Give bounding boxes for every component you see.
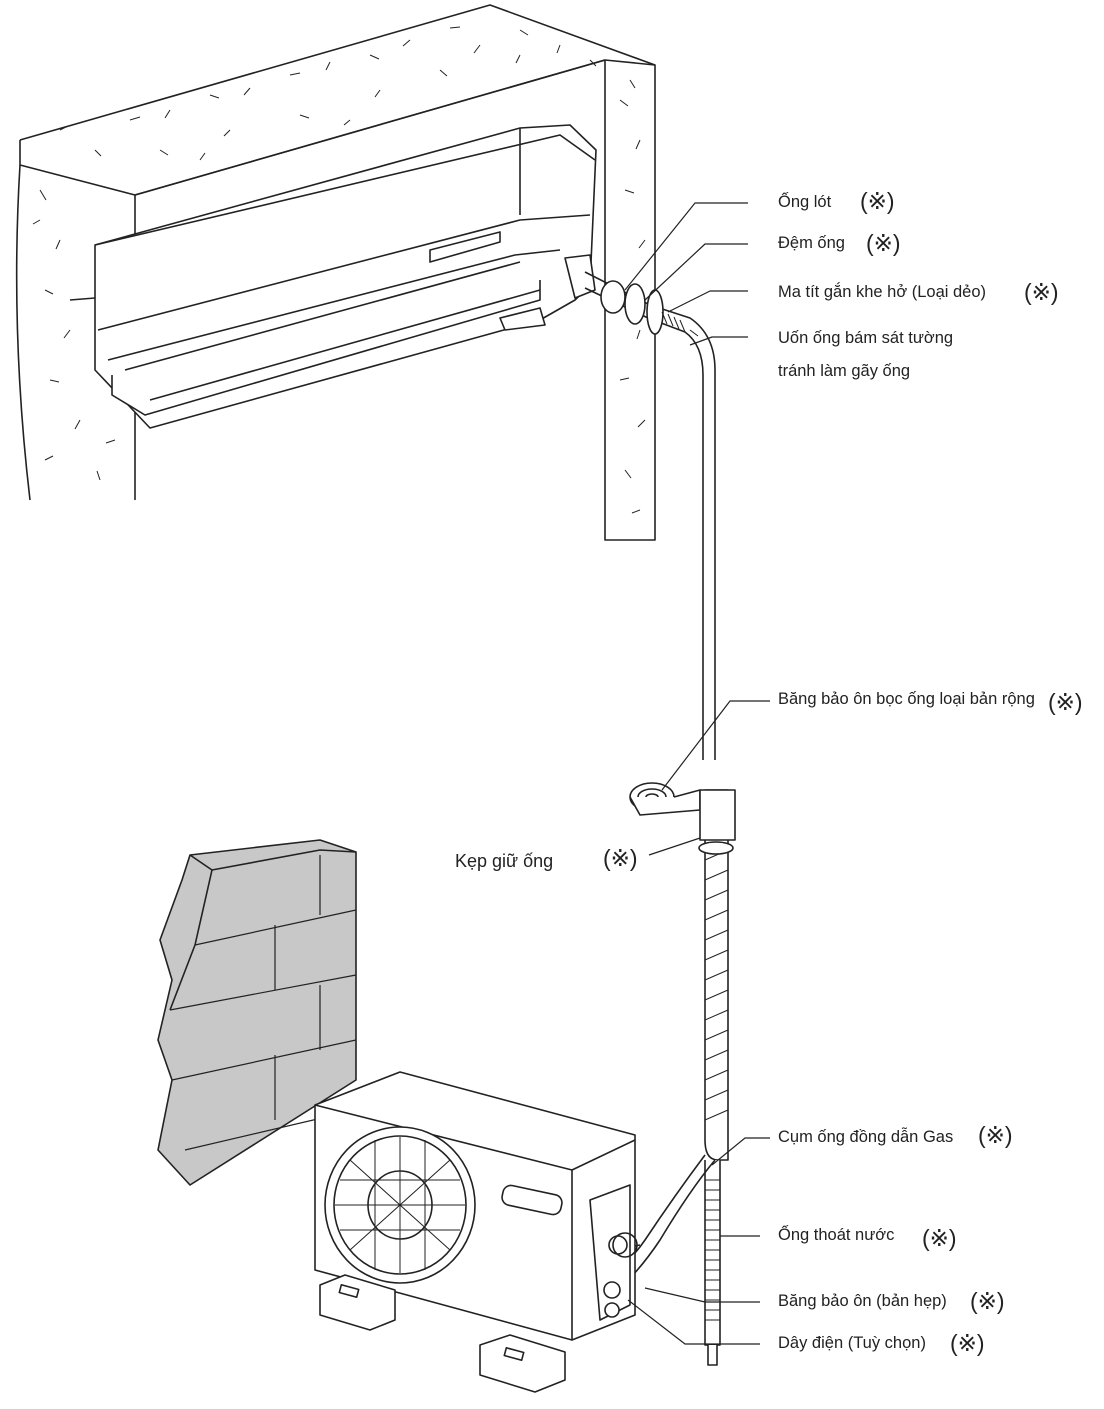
optional-mark-narrow-tape: (※): [970, 1288, 1005, 1314]
label-narrow-tape: Băng bảo ôn (bản hẹp): [778, 1292, 947, 1310]
label-sleeve: Ống lót: [778, 193, 832, 211]
label-cable: Dây điện (Tuỳ chọn): [778, 1334, 926, 1352]
label-putty: Ma tít gắn khe hở (Loại dẻo): [778, 283, 987, 301]
optional-mark-wide-tape: (※): [1048, 689, 1083, 715]
label-drain-hose: Ống thoát nước: [778, 1226, 895, 1244]
optional-mark-cable: (※): [950, 1330, 985, 1356]
optional-mark-copper-pipe: (※): [978, 1122, 1013, 1148]
brick-wall: [157, 839, 357, 1186]
leader-lines: [624, 202, 770, 1345]
label-bend-note-2: tránh làm gãy ống: [778, 362, 911, 380]
outdoor-unit: [314, 1071, 638, 1393]
label-clamp: Kẹp giữ ống: [455, 851, 554, 871]
indoor-unit: [69, 124, 597, 429]
optional-mark-clamp: (※): [603, 845, 638, 871]
label-copper-pipe: Cụm ống đồng dẫn Gas: [778, 1128, 954, 1146]
optional-mark-pipe-pad: (※): [866, 230, 901, 256]
label-bend-note-1: Uốn ống bám sát tường: [778, 329, 954, 347]
optional-mark-sleeve: (※): [860, 188, 895, 214]
pipe-run: [584, 271, 736, 1366]
label-wide-tape: Băng bảo ôn bọc ống loại bản rộng: [778, 690, 1035, 708]
label-pipe-pad: Đệm ống: [778, 234, 845, 252]
fan-grille: [324, 1126, 476, 1284]
optional-mark-putty: (※): [1024, 279, 1059, 305]
wide-tape-roll: [629, 782, 701, 816]
optional-mark-drain-hose: (※): [922, 1225, 957, 1251]
